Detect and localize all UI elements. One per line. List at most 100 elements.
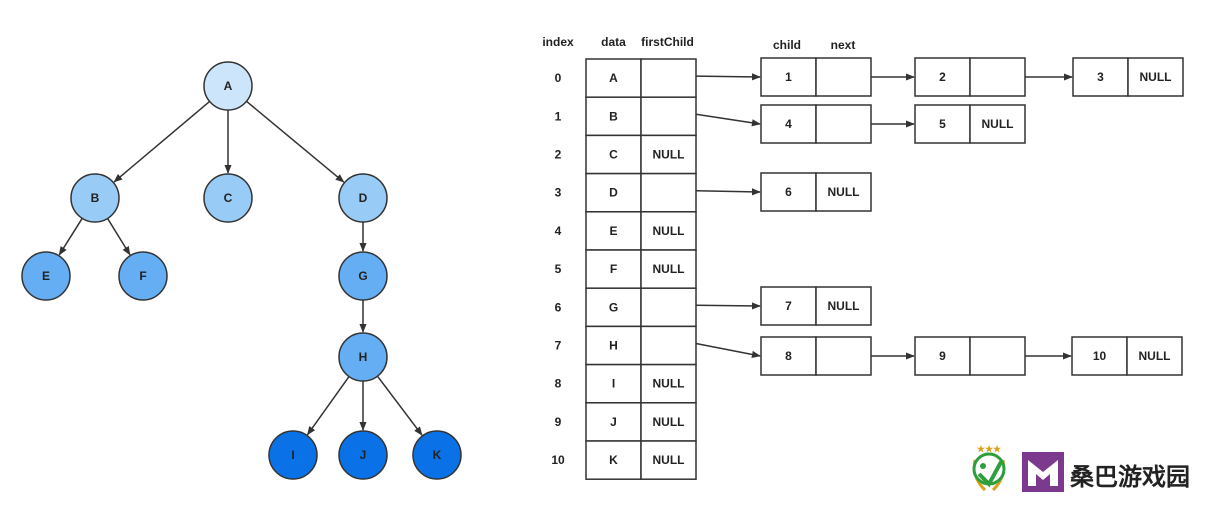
data-cell-label: J bbox=[610, 415, 617, 429]
next-cell bbox=[815, 104, 872, 144]
first-child-pointer bbox=[695, 302, 761, 310]
child-value: 1 bbox=[785, 70, 792, 84]
first-child-value: NULL bbox=[653, 262, 685, 276]
tree-node-label: F bbox=[139, 269, 146, 283]
tree-node-circle bbox=[203, 173, 253, 223]
tree-node-label: I bbox=[291, 448, 294, 462]
next-cell bbox=[1127, 57, 1184, 97]
tree-node-label: E bbox=[42, 269, 50, 283]
data-cell-label: F bbox=[610, 262, 617, 276]
first-child-value: NULL bbox=[653, 377, 685, 391]
tree-node-circle bbox=[338, 332, 388, 382]
sangba-logo-icon: ★★★ bbox=[972, 444, 1064, 492]
first-child-cell bbox=[640, 287, 697, 328]
tree-node-h: H bbox=[338, 332, 388, 382]
child-value: 5 bbox=[939, 117, 946, 131]
tree-edge-h-i bbox=[306, 376, 350, 436]
tree-edge-a-b bbox=[113, 100, 211, 183]
next-value: NULL bbox=[828, 185, 860, 199]
next-cell bbox=[1126, 336, 1183, 376]
data-cell-label: A bbox=[609, 71, 618, 85]
data-cell bbox=[585, 96, 642, 137]
tree-node-circle bbox=[338, 430, 388, 480]
next-value: NULL bbox=[982, 117, 1014, 131]
child-cell bbox=[914, 104, 971, 144]
data-cell-label: E bbox=[609, 224, 617, 238]
child-node: 9 bbox=[914, 336, 1072, 376]
data-cell bbox=[585, 440, 642, 480]
first-child-cell bbox=[640, 249, 697, 289]
first-child-cell bbox=[640, 325, 697, 366]
tree-node-k: K bbox=[412, 430, 462, 480]
tree-node-label: D bbox=[359, 191, 368, 205]
data-cell-label: H bbox=[609, 339, 618, 353]
tree-node-j: J bbox=[338, 430, 388, 480]
child-value: 8 bbox=[785, 349, 792, 363]
next-cell bbox=[815, 172, 872, 212]
tree-node-label: H bbox=[359, 350, 368, 364]
row-index: 4 bbox=[555, 224, 562, 238]
watermark-text: 桑巴游戏园 bbox=[1070, 463, 1190, 491]
child-cell bbox=[760, 57, 817, 97]
first-child-pointer bbox=[695, 113, 761, 127]
table-row: 9 J NULL bbox=[555, 402, 697, 442]
child-list-row-1: 4 5 NULL bbox=[695, 104, 1026, 144]
header-data: data bbox=[601, 35, 626, 49]
child-node: 1 bbox=[760, 57, 915, 97]
header-next: next bbox=[831, 38, 856, 52]
table-row: 2 C NULL bbox=[555, 134, 697, 175]
first-child-cell bbox=[640, 402, 697, 442]
next-value: NULL bbox=[1139, 349, 1171, 363]
tree-node-c: C bbox=[203, 173, 253, 223]
header-child: child bbox=[773, 38, 801, 52]
tree-node-label: B bbox=[91, 191, 100, 205]
row-index: 2 bbox=[555, 148, 562, 162]
child-node: 4 bbox=[760, 104, 915, 144]
tree-node-f: F bbox=[118, 251, 168, 301]
first-child-cell bbox=[640, 363, 697, 404]
child-node: 5 NULL bbox=[914, 104, 1026, 144]
first-child-value: NULL bbox=[653, 148, 685, 162]
data-cell-label: B bbox=[609, 109, 618, 123]
child-cell bbox=[760, 172, 817, 212]
tree-node-circle bbox=[338, 251, 388, 301]
child-cell bbox=[1072, 57, 1129, 97]
data-cell-label: C bbox=[609, 148, 618, 162]
first-child-cell bbox=[640, 172, 697, 213]
tree-node-circle bbox=[338, 173, 388, 223]
data-cell-label: K bbox=[609, 453, 618, 467]
tree-node-i: I bbox=[268, 430, 318, 480]
row-index: 7 bbox=[555, 339, 562, 353]
first-child-pointer bbox=[695, 73, 761, 81]
tree-node-circle bbox=[70, 173, 120, 223]
row-index: 3 bbox=[555, 186, 562, 200]
first-child-cell bbox=[640, 440, 697, 480]
tree-node-circle bbox=[412, 430, 462, 480]
child-cell bbox=[914, 336, 971, 376]
first-child-value: NULL bbox=[653, 415, 685, 429]
row-index: 1 bbox=[555, 109, 562, 123]
data-cell-label: G bbox=[609, 300, 618, 314]
row-index: 9 bbox=[555, 415, 562, 429]
watermark: ★★★ 桑巴游戏园 bbox=[972, 444, 1190, 492]
child-node: 2 bbox=[914, 57, 1073, 97]
first-child-cell bbox=[640, 58, 697, 98]
data-cell bbox=[585, 58, 642, 98]
first-child-pointer bbox=[695, 188, 761, 196]
tree-node-d: D bbox=[338, 173, 388, 223]
child-value: 3 bbox=[1097, 70, 1104, 84]
tree-node-label: J bbox=[360, 448, 367, 462]
